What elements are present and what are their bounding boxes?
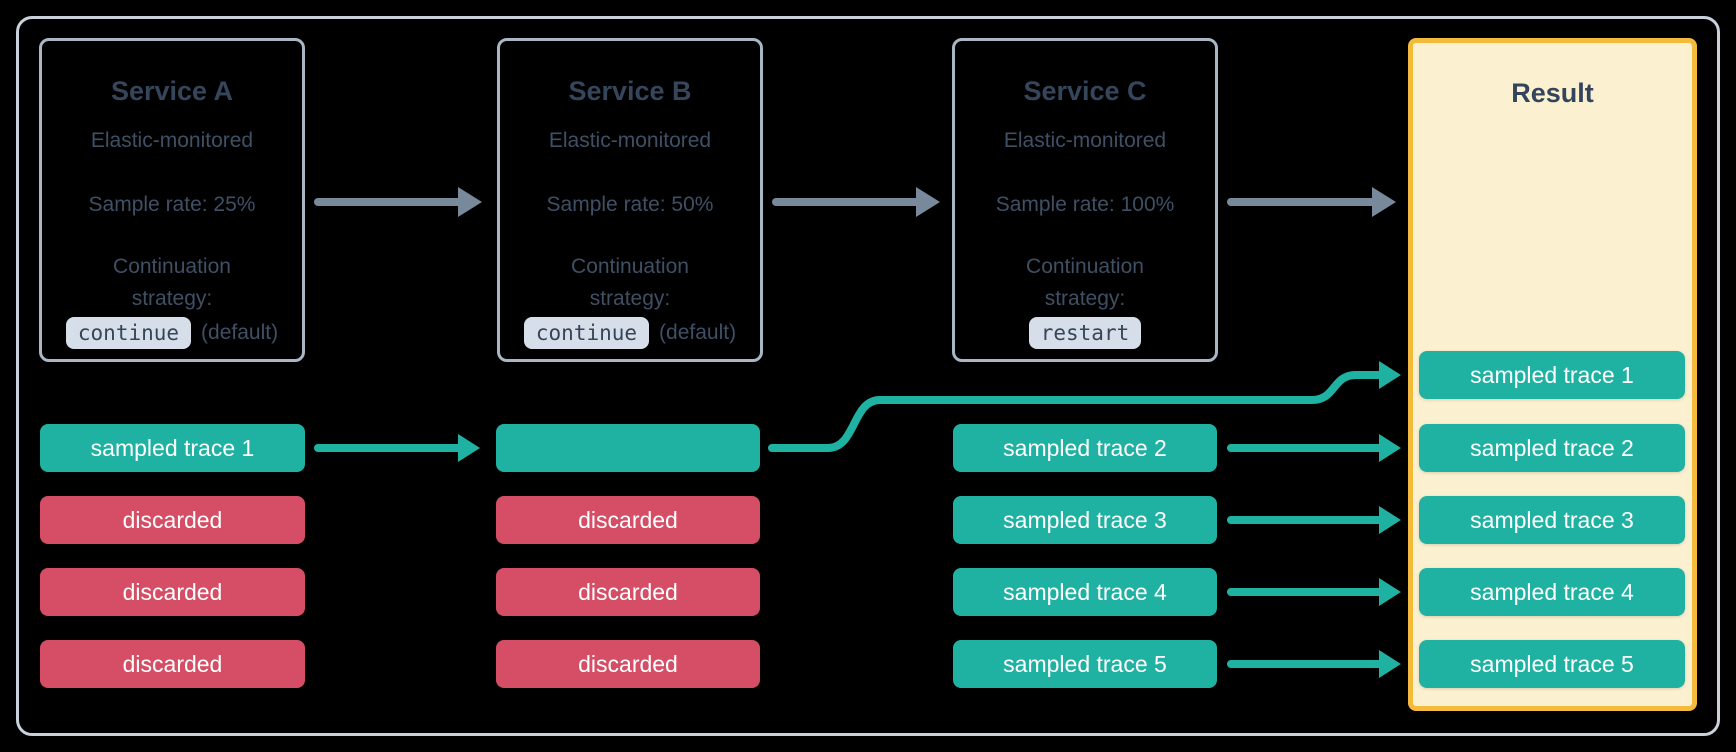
diagram-outer-frame — [16, 16, 1720, 736]
service-c-strategy-code-chip: restart — [1028, 317, 1142, 349]
service-b-title: Service B — [568, 76, 692, 106]
service-a-strategy-code-chip: continue — [65, 317, 192, 349]
result-sampled-trace-4: sampled trace 4 — [1419, 568, 1685, 616]
result-sampled-trace-2: sampled trace 2 — [1419, 424, 1685, 472]
result-title: Result — [1511, 78, 1594, 108]
service-c-card: Service C Elastic-monitored Sample rate:… — [952, 38, 1218, 362]
lane-b-discarded-1: discarded — [496, 496, 760, 544]
lane-b-sampled-trace-1-unlabeled — [496, 424, 760, 472]
service-c-monitoring-label: Elastic-monitored — [1003, 129, 1167, 152]
service-a-title: Service A — [110, 76, 234, 106]
service-a-continuation-line2: strategy: — [131, 287, 213, 310]
service-a-card: Service A Elastic-monitored Sample rate:… — [39, 38, 305, 362]
lane-c-sampled-trace-4: sampled trace 4 — [953, 568, 1217, 616]
service-a-strategy-row: continue (default) — [42, 317, 302, 349]
service-c-continuation-label: Continuation strategy: — [955, 251, 1215, 315]
lane-c-sampled-trace-2: sampled trace 2 — [953, 424, 1217, 472]
service-a-continuation-label: Continuation strategy: — [42, 251, 302, 315]
lane-b-discarded-3: discarded — [496, 640, 760, 688]
service-a-strategy-default-note: (default) — [201, 321, 279, 344]
service-b-strategy-default-note: (default) — [659, 321, 737, 344]
service-b-continuation-line2: strategy: — [589, 287, 671, 310]
service-b-monitoring-label: Elastic-monitored — [548, 129, 712, 152]
service-c-continuation-line1: Continuation — [1026, 255, 1144, 278]
lane-a-discarded-2: discarded — [40, 568, 305, 616]
result-sampled-trace-1: sampled trace 1 — [1419, 351, 1685, 399]
service-b-card: Service B Elastic-monitored Sample rate:… — [497, 38, 763, 362]
lane-a-sampled-trace-1: sampled trace 1 — [40, 424, 305, 472]
service-b-strategy-code-chip: continue — [523, 317, 650, 349]
service-b-sample-rate: Sample rate: 50% — [546, 193, 714, 216]
service-b-continuation-label: Continuation strategy: — [500, 251, 760, 315]
service-c-continuation-line2: strategy: — [1044, 287, 1126, 310]
lane-c-sampled-trace-3: sampled trace 3 — [953, 496, 1217, 544]
lane-a-discarded-3: discarded — [40, 640, 305, 688]
lane-a-discarded-1: discarded — [40, 496, 305, 544]
service-a-monitoring-label: Elastic-monitored — [90, 129, 254, 152]
result-sampled-trace-3: sampled trace 3 — [1419, 496, 1685, 544]
lane-b-discarded-2: discarded — [496, 568, 760, 616]
service-b-continuation-line1: Continuation — [571, 255, 689, 278]
service-a-sample-rate: Sample rate: 25% — [88, 193, 256, 216]
service-c-strategy-row: restart — [955, 317, 1215, 349]
service-b-strategy-row: continue (default) — [500, 317, 760, 349]
lane-c-sampled-trace-5: sampled trace 5 — [953, 640, 1217, 688]
service-c-sample-rate: Sample rate: 100% — [995, 193, 1175, 216]
result-sampled-trace-5: sampled trace 5 — [1419, 640, 1685, 688]
service-c-title: Service C — [1023, 76, 1147, 106]
service-a-continuation-line1: Continuation — [113, 255, 231, 278]
